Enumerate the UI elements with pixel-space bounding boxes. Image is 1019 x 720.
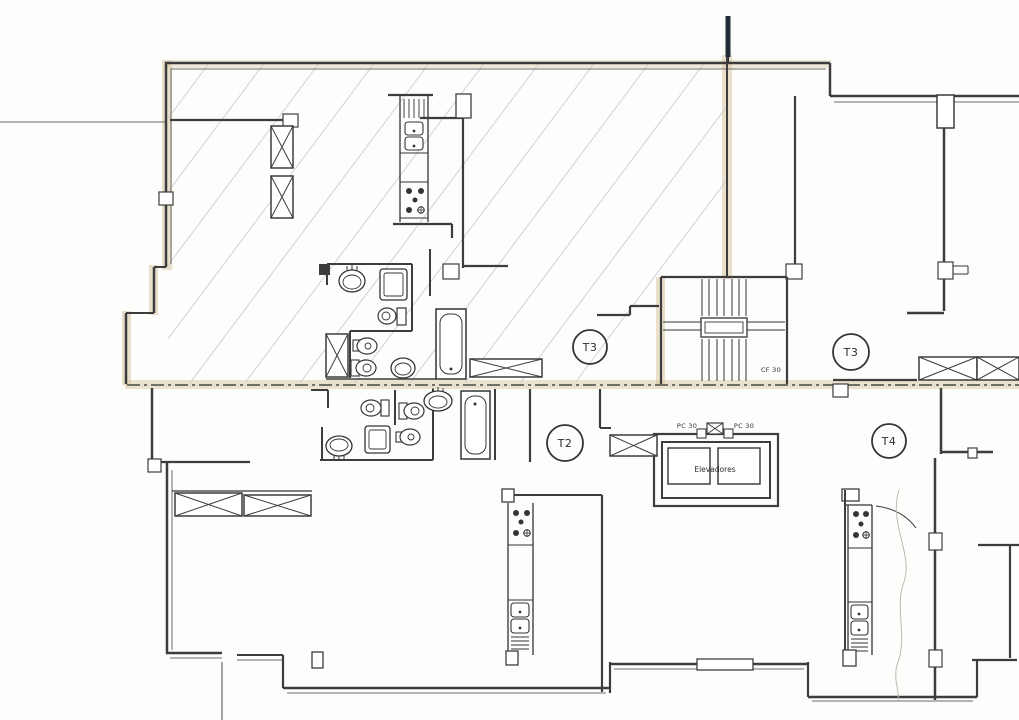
sink-symbol [338,265,366,293]
elevator-cab-left [667,447,711,485]
elevator-cab-right [717,447,761,485]
elevators-label: Elevadores [694,465,735,474]
shaft-note-left: PC 30 [677,422,697,430]
closet-x-box-right [918,356,1019,381]
bidet-symbol [395,428,421,446]
unit-label-t3-left: T3 [572,329,608,365]
sink-symbol [325,435,353,460]
toilet-symbol [360,399,390,417]
sink-symbol [390,357,416,379]
toilet-symbol [377,307,407,326]
toilet-symbol [350,359,377,377]
interior-walls-top-right [907,94,969,315]
unit-label-t2: T2 [546,424,584,462]
sink-symbol [423,387,453,412]
stove-symbol [513,510,531,537]
bottom-walls [283,458,1019,702]
stove-symbol [853,511,870,539]
kitchen-middle [501,488,604,692]
closet-x-box-hall [469,358,543,378]
elevator-shaft [652,422,780,508]
svg-text:T4: T4 [881,435,897,448]
shower-symbol [379,268,408,301]
bathroom-lower [325,387,491,460]
bathtub-symbol [460,390,491,460]
closet-x-box-upper [270,125,294,219]
toilet-symbol [398,402,425,420]
interior-walls-upper [170,57,803,317]
closet-x-box-bedroom [174,492,312,517]
fridge-symbol [403,99,425,118]
pencil-stray-line [895,489,907,701]
unit-label-t3-right: T3 [832,333,870,371]
door-swing-arc [875,505,917,529]
kitchen-top [388,93,454,238]
kitchen-sink-symbol [404,121,424,151]
closet-x-box-bath [325,333,349,378]
unit-label-t4: T4 [871,423,907,459]
svg-text:T3: T3 [843,346,859,359]
apartment-lower-left [165,462,312,720]
kitchen-sink-symbol [510,602,530,650]
interior-walls-lower [147,378,993,473]
bathtub-symbol [435,308,467,380]
shower-symbol [364,425,391,454]
kitchen-right [841,488,917,701]
closet-x-box-lobby [609,434,658,457]
svg-text:T2: T2 [557,437,573,450]
outer-walls [124,61,1019,384]
stove-symbol [406,188,425,214]
staircase [659,275,789,384]
bidet-symbol [352,337,378,355]
shaft-note-right: PC 30 [734,422,754,430]
stair-note: CF 30 [761,366,781,374]
pencil-hatching [168,64,727,383]
bathroom-top [319,249,543,380]
svg-text:T3: T3 [582,341,598,354]
highlighted-wall [122,55,1019,389]
kitchen-sink-symbol [850,604,869,652]
stair-steps [701,279,747,381]
shaft-x-box [706,422,724,435]
